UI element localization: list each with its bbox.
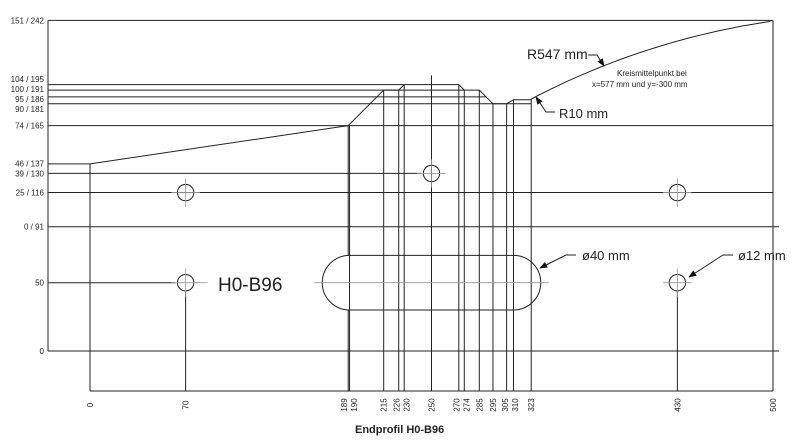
y-dimension-label: 95 / 186	[15, 95, 44, 104]
x-dimension-label: 295	[489, 398, 498, 412]
r547-leader-arrow	[588, 54, 605, 67]
part-label: H0-B96	[218, 275, 282, 296]
x-dimension-label: 215	[380, 398, 389, 412]
y-dimension-label: 151 / 242	[11, 16, 45, 25]
x-dimension-label: 0	[86, 402, 95, 407]
slot-diameter-label: ø40 mm	[582, 248, 630, 263]
x-dimension-label: 323	[527, 398, 536, 412]
y-dimension-label: 100 / 191	[11, 85, 45, 94]
x-dimension-label: 189	[340, 398, 349, 412]
drawing-title: Endprofil H0-B96	[355, 424, 444, 436]
x-dimension-label: 500	[769, 398, 778, 412]
x-dimension-label: 226	[392, 398, 401, 412]
hole-leader-arrow	[688, 254, 733, 278]
x-dimension-label: 250	[428, 398, 437, 412]
slot-leader-arrow	[539, 254, 576, 269]
x-dimension-label: 274	[463, 398, 472, 412]
x-dimension-label: 230	[402, 398, 411, 412]
y-dimension-label: 104 / 195	[11, 75, 45, 84]
y-dimension-label: 74 / 165	[15, 122, 44, 131]
slot-outline	[321, 254, 542, 311]
x-dimension-label: 430	[673, 398, 682, 412]
r10-leader-arrow	[535, 96, 555, 113]
profile-outline	[89, 20, 771, 165]
x-dimension-label: 305	[501, 398, 510, 412]
radius-10-label: R10 mm	[559, 106, 608, 121]
radius-547-label: R547 mm	[527, 46, 588, 62]
y-dimension-label: 46 / 137	[15, 160, 44, 169]
y-dimension-label: 25 / 116	[16, 189, 45, 198]
y-dimension-label: 0 / 91	[24, 223, 45, 232]
circle-center-note-line1: Kreismittelpunkt bei	[617, 69, 687, 78]
hole-diameter-label: ø12 mm	[738, 248, 786, 263]
x-dimension-label: 285	[475, 398, 484, 412]
circle-center-note-line2: x=577 mm und y=-300 mm	[592, 80, 688, 89]
y-dimension-label: 39 / 130	[15, 170, 44, 179]
y-dimension-label: 0	[40, 347, 45, 356]
x-dimension-label: 310	[511, 398, 520, 412]
x-dimension-label: 70	[182, 400, 191, 409]
y-dimension-label: 50	[35, 279, 44, 288]
y-dimension-label: 90 / 181	[15, 105, 44, 114]
x-dimension-label: 270	[453, 398, 462, 412]
x-dimension-label: 190	[350, 398, 359, 412]
